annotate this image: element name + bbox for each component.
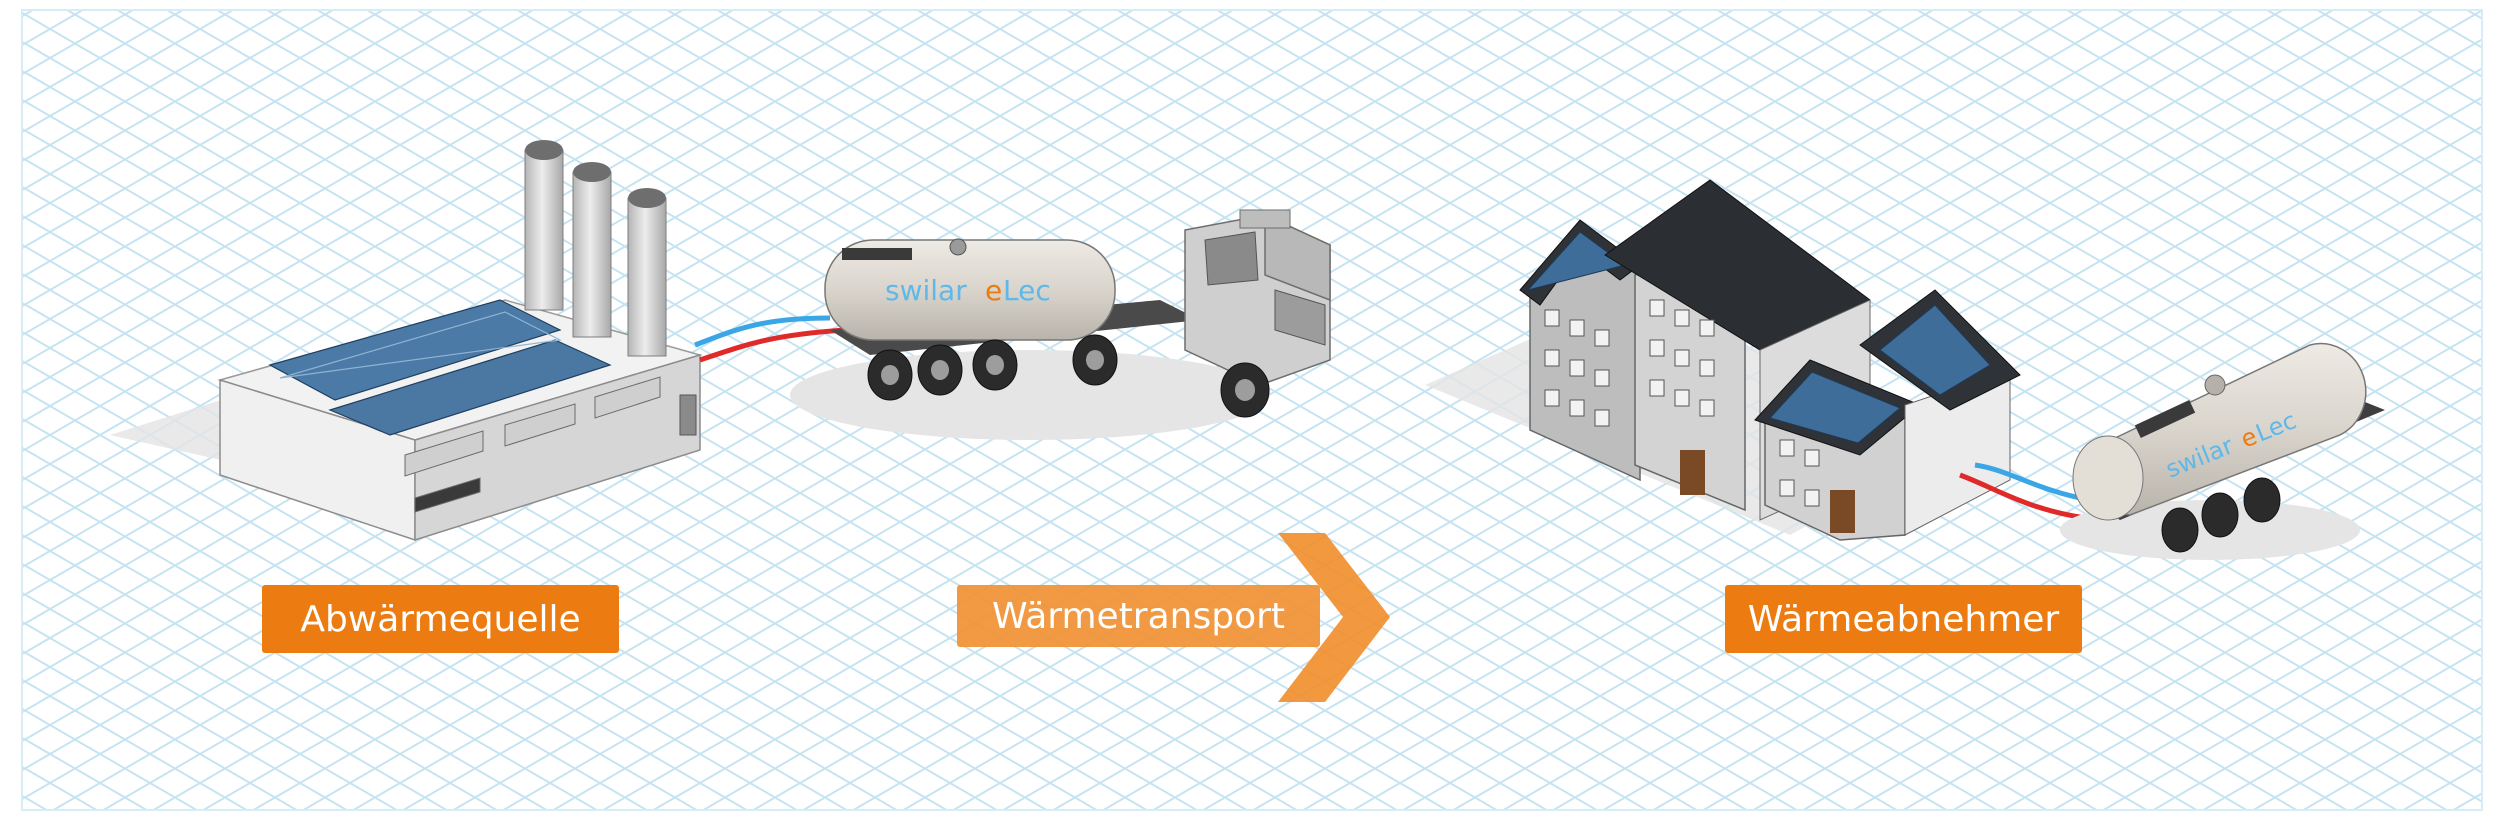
- factory-windows: [404, 376, 661, 513]
- tank: [824, 238, 1116, 341]
- trailer-wheels: [2161, 477, 2281, 553]
- chimneys: [524, 140, 667, 357]
- pipe-hot-left: [699, 327, 846, 363]
- house-windows: [1544, 299, 1820, 507]
- factory-solar-panels: [268, 299, 612, 436]
- house-right: [1754, 289, 2021, 541]
- factory: [110, 140, 703, 542]
- transport-arrow: [1278, 533, 1390, 702]
- tanker-truck: swilar e Lec: [790, 209, 1331, 440]
- pipe-cold-left: [694, 315, 831, 348]
- brand-logo-truck-suffix: Lec: [1003, 274, 1051, 307]
- trailer-tank: [2072, 342, 2367, 521]
- factory-door: [679, 394, 697, 436]
- truck-shadow: [790, 350, 1270, 440]
- brand-logo-truck: swilar: [885, 274, 967, 307]
- label-waste-heat-source: Abwärmequelle: [262, 585, 619, 653]
- arrow-chevron: [1278, 533, 1390, 702]
- brand-logo-truck-mark: e: [985, 274, 1002, 307]
- pipe-cold-right: [1974, 462, 2091, 503]
- tanker-trailer: swilar e Lec: [2060, 342, 2385, 560]
- label-heat-consumer: Wärmeabnehmer: [1725, 585, 2082, 653]
- houses: [1425, 179, 2021, 541]
- label-heat-transport: Wärmetransport: [957, 585, 1320, 647]
- truck-cab: [1184, 209, 1331, 386]
